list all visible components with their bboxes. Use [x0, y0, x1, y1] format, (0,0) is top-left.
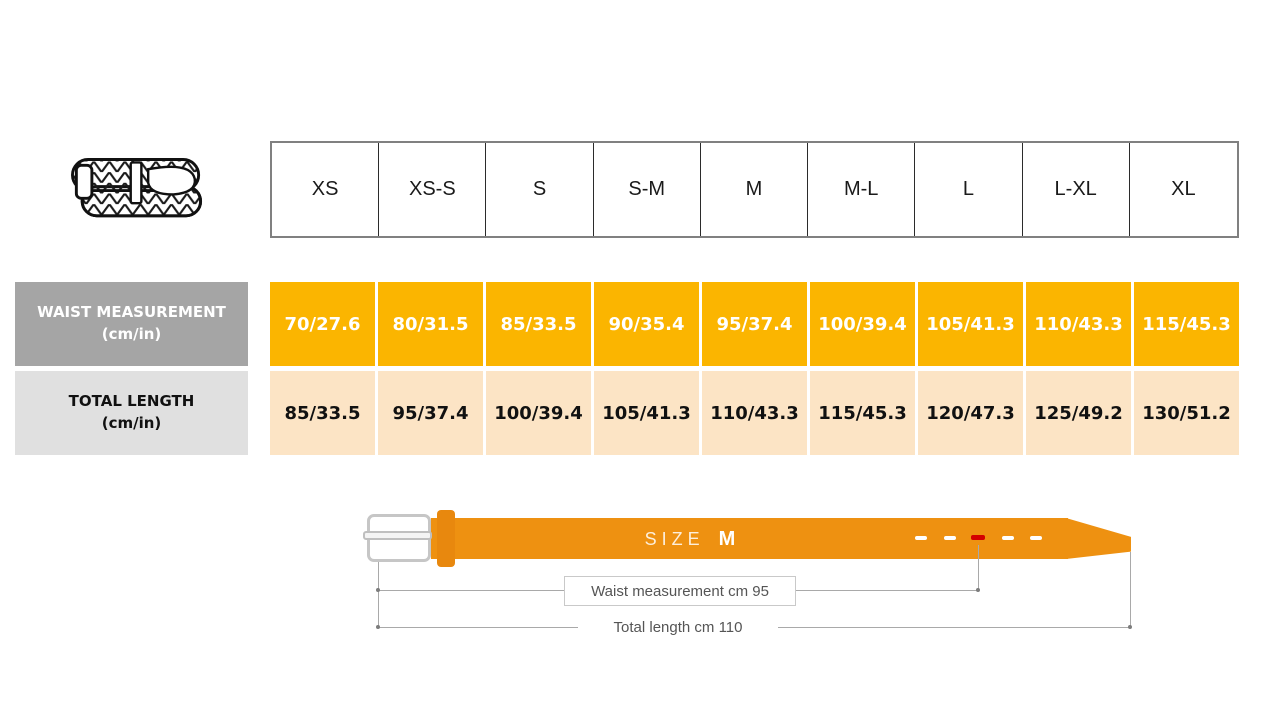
size-header-cell: XL	[1129, 143, 1237, 236]
total-label-unit: (cm/in)	[101, 414, 162, 432]
waist-label-text: WAIST MEASUREMENT	[37, 303, 226, 322]
belt-hole	[915, 536, 927, 540]
line-endpoint	[976, 588, 980, 592]
waist-value-cell: 80/31.5	[378, 282, 483, 366]
size-header-cell: L	[915, 143, 1023, 236]
waist-value-cell: 105/41.3	[918, 282, 1023, 366]
waist-value-cell: 100/39.4	[810, 282, 915, 366]
waist-value-cell: 95/37.4	[702, 282, 807, 366]
belt-hole	[1002, 536, 1014, 540]
total-length-row: 85/33.5 95/37.4 100/39.4 105/41.3 110/43…	[270, 371, 1239, 455]
braided-belt-icon	[71, 158, 203, 218]
total-value-cell: 85/33.5	[270, 371, 375, 455]
total-label-text: TOTAL LENGTH	[68, 392, 195, 411]
waist-measurement-row: 70/27.6 80/31.5 85/33.5 90/35.4 95/37.4 …	[270, 282, 1239, 366]
belt-size-text: SIZE M	[560, 524, 820, 554]
belt-hole	[1030, 536, 1042, 540]
total-value-cell: 95/37.4	[378, 371, 483, 455]
total-value-cell: 130/51.2	[1134, 371, 1239, 455]
size-header-cell: S-M	[593, 143, 701, 236]
waist-value-cell: 90/35.4	[594, 282, 699, 366]
waist-annotation: Waist measurement cm 95	[564, 576, 796, 606]
size-header-cell: XS	[272, 143, 380, 236]
belt-strap	[431, 518, 1068, 559]
waist-label-unit: (cm/in)	[101, 325, 162, 343]
size-header-row: XS XS-S S S-M M M-L L L-XL XL	[270, 141, 1239, 238]
size-header-cell: L-XL	[1022, 143, 1130, 236]
belt-tip	[1066, 518, 1131, 559]
waist-value-cell: 85/33.5	[486, 282, 591, 366]
guide-line-buckle	[378, 562, 379, 627]
guide-line-hole	[978, 545, 979, 590]
size-value: M	[718, 527, 736, 550]
waist-value-cell: 70/27.6	[270, 282, 375, 366]
size-header-cell: M	[700, 143, 809, 236]
waist-measurement-label: WAIST MEASUREMENT (cm/in)	[15, 282, 248, 366]
total-value-cell: 105/41.3	[594, 371, 699, 455]
size-header-cell: XS-S	[379, 143, 487, 236]
total-value-cell: 100/39.4	[486, 371, 591, 455]
size-header-cell: S	[486, 143, 594, 236]
waist-value-cell: 110/43.3	[1026, 282, 1131, 366]
belt-hole-selected	[971, 535, 985, 540]
total-value-cell: 120/47.3	[918, 371, 1023, 455]
line-endpoint	[1128, 625, 1132, 629]
line-endpoint	[376, 588, 380, 592]
total-value-cell: 125/49.2	[1026, 371, 1131, 455]
belt-keeper-loop	[437, 510, 455, 567]
total-value-cell: 110/43.3	[702, 371, 807, 455]
total-annotation: Total length cm 110	[578, 615, 778, 639]
size-header-cell: M-L	[808, 143, 916, 236]
buckle-prong	[363, 531, 432, 540]
waist-value-cell: 115/45.3	[1134, 282, 1239, 366]
line-endpoint	[376, 625, 380, 629]
guide-line-tip	[1130, 552, 1131, 627]
belt-hole	[944, 536, 956, 540]
total-value-cell: 115/45.3	[810, 371, 915, 455]
size-label: SIZE	[644, 528, 705, 549]
total-length-label: TOTAL LENGTH (cm/in)	[15, 371, 248, 455]
